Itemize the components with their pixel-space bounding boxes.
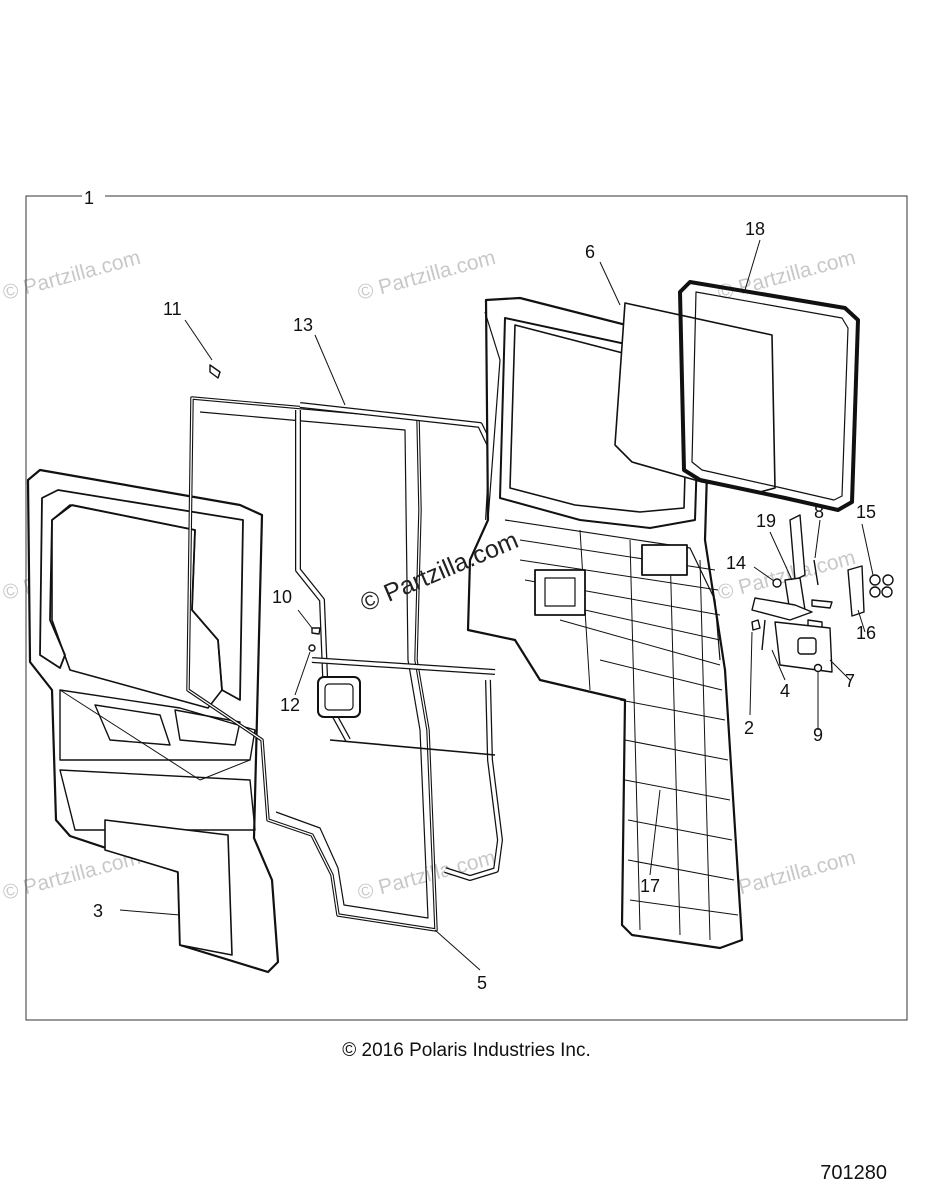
door-tube-frame xyxy=(295,402,503,881)
callout-2: 2 xyxy=(744,718,754,738)
callout-7: 7 xyxy=(845,671,855,691)
watermark: © Partzilla.com xyxy=(355,246,498,305)
callout-17: 17 xyxy=(640,876,660,896)
latch-hardware xyxy=(209,364,894,673)
callout-14: 14 xyxy=(726,553,746,573)
frame xyxy=(25,195,908,1021)
callout-3: 3 xyxy=(93,901,103,921)
drawing-number: 701280 xyxy=(820,1162,887,1184)
callout-5: 5 xyxy=(477,973,487,993)
callout-9: 9 xyxy=(813,725,823,745)
door-inner-panel xyxy=(26,468,280,974)
window-seal xyxy=(678,280,860,512)
copyright-notice: © 2016 Polaris Industries Inc. xyxy=(342,1040,591,1061)
callout-8: 8 xyxy=(814,502,824,522)
callout-10: 10 xyxy=(272,587,292,607)
watermark: © Partzilla.com xyxy=(715,246,858,305)
callout-15: 15 xyxy=(856,502,876,522)
watermark: © Partzilla.com xyxy=(0,246,143,305)
callouts: 1 2 3 4 5 6 7 8 9 10 11 12 13 14 15 16 1… xyxy=(84,188,876,993)
callout-12: 12 xyxy=(280,695,300,715)
leader-lines xyxy=(119,239,874,971)
door-seal xyxy=(186,396,438,932)
callout-11: 11 xyxy=(163,299,182,319)
callout-1: 1 xyxy=(84,188,94,208)
callout-6: 6 xyxy=(585,242,595,262)
callout-16: 16 xyxy=(856,623,876,643)
callout-13: 13 xyxy=(293,315,313,335)
callout-4: 4 xyxy=(780,681,790,701)
callout-19: 19 xyxy=(756,511,776,531)
callout-18: 18 xyxy=(745,219,765,239)
